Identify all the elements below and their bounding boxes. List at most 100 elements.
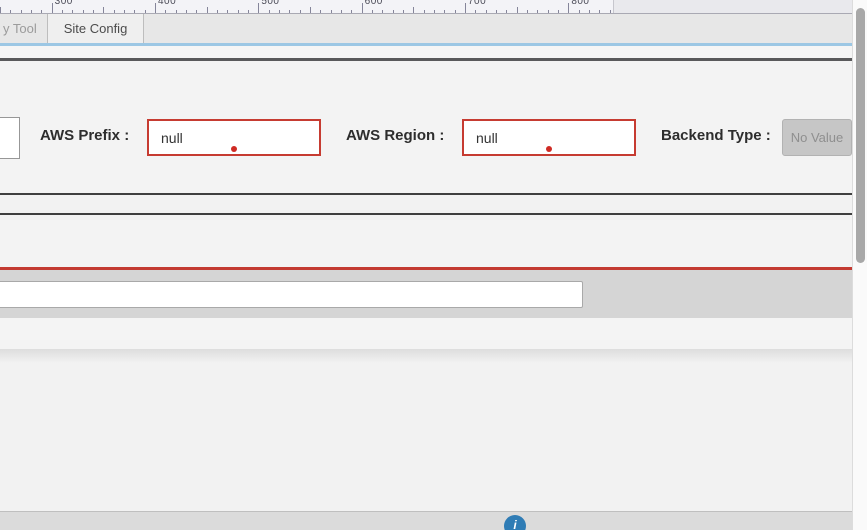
tab-label: y Tool [3,21,37,36]
ruler-tick [154,3,156,13]
ruler-tick [134,9,136,13]
ruler-tick [506,9,508,13]
ruler-tick [547,9,549,13]
left-cropped-input[interactable] [0,117,20,159]
help-button[interactable]: i [504,515,526,530]
vertical-scrollbar-thumb[interactable] [856,8,865,263]
ruler-tick [599,9,601,13]
ruler-label: 400 [157,0,177,7]
empty-section [0,215,852,267]
ruler-tick [299,9,301,13]
ruler-tick [61,9,63,13]
aws-region-label: AWS Region : [346,127,445,144]
ruler-tick [92,9,94,13]
ruler-tick [237,9,239,13]
ruler-tick [464,3,466,13]
ruler-tick [30,9,32,13]
section-divider-bar [0,57,852,61]
ruler-label: 700 [467,0,487,7]
divider-line-2 [0,213,852,215]
aws-region-field-wrap [462,119,636,156]
site-config-form: AWS Prefix : AWS Region : Backend Type :… [0,61,852,193]
vertical-scrollbar-track[interactable] [852,0,867,530]
ruler-tick [382,9,384,13]
divider-line-1 [0,193,852,195]
panel-band [0,318,867,349]
ruler-tick [557,9,559,13]
ruler-tick [72,9,74,13]
tab-site-config[interactable]: Site Config [48,14,144,43]
ruler-tick [258,3,260,13]
ruler-tick [433,9,435,13]
ruler-tick [330,9,332,13]
ruler-tick [568,3,570,13]
backend-type-value: No Value [790,130,844,145]
ruler-tick [423,9,425,13]
ruler-tick [123,9,125,13]
ruler-tick [227,9,229,13]
ruler-tick [216,9,218,13]
ruler-tick [165,9,167,13]
ruler-tick [392,9,394,13]
bottom-bar [0,512,867,530]
validation-dot-icon [231,146,237,152]
tab-bar: y Tool Site Config [0,14,852,43]
ruler-tick [82,9,84,13]
ruler-tick [103,7,105,13]
bottom-divider [0,511,867,512]
backend-type-select[interactable]: No Value [782,119,852,156]
validation-dot-icon [546,146,552,152]
red-rule [0,267,852,270]
ruler-overflow-area [613,0,852,13]
ruler-tick [320,9,322,13]
ruler-tick [444,9,446,13]
panel-shadow [0,349,867,363]
ruler-label: 500 [261,0,280,7]
ruler-tick [526,9,528,13]
ruler-tick [578,9,580,13]
ruler-tick [206,7,208,13]
tab-query-tool[interactable]: y Tool [0,14,48,43]
ruler-tick [402,9,404,13]
wide-text-input[interactable] [0,281,583,308]
ruler-tick [268,9,270,13]
ruler-tick [196,9,198,13]
ruler-tick [371,9,373,13]
ruler-tick [609,9,611,13]
ruler-tick [351,9,353,13]
info-icon: i [513,518,517,530]
ruler-tick [537,9,539,13]
ruler-tick [309,7,311,13]
ruler-tick [10,9,12,13]
ruler-tick [454,9,456,13]
ruler-label: 300 [54,0,73,7]
ruler-tick [144,9,146,13]
ruler-tick [340,9,342,13]
ruler-tick [495,9,497,13]
content-area [0,363,867,511]
ruler-tick [175,9,177,13]
ruler-tick [20,9,22,13]
tab-label: Site Config [63,21,128,36]
backend-type-label: Backend Type : [661,127,771,144]
ruler-tick [475,9,477,13]
active-tab-accent-line [0,43,852,46]
ruler-tick [361,3,363,13]
aws-prefix-field-wrap [147,119,321,156]
ruler-tick [51,3,53,13]
aws-prefix-label: AWS Prefix : [40,127,130,144]
ruler-tick [185,9,187,13]
ruler-label: 800 [571,0,590,7]
ruler-tick [278,9,280,13]
ruler-tick [0,7,1,13]
ruler-tick [588,9,590,13]
ruler-tick [413,7,415,13]
ruler-tick [485,9,487,13]
ruler-tick [289,9,291,13]
ruler-tick [516,7,518,13]
ruler-tick [41,9,43,13]
ruler-tick [113,9,115,13]
